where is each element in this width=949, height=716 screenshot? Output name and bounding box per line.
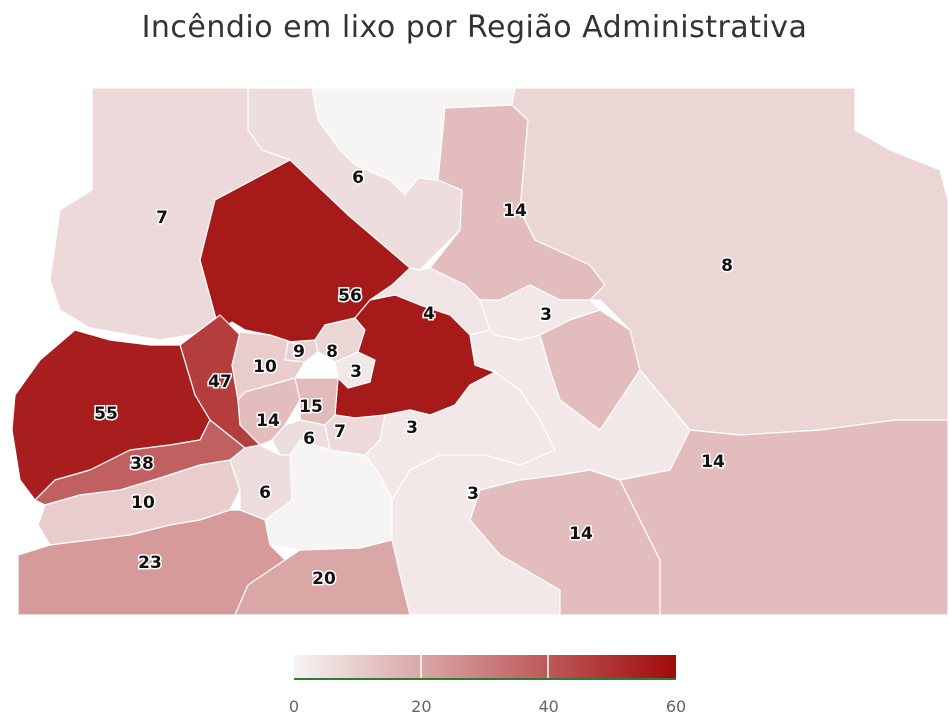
- region-value-label: 8: [721, 256, 733, 276]
- regions-layer: [11, 87, 949, 616]
- region-value-label: 10: [253, 357, 277, 377]
- region-value-label: 47: [208, 372, 232, 392]
- region-value-label: 7: [156, 208, 168, 228]
- region-value-label: 56: [338, 286, 362, 306]
- colorbar: 0 20 40 60: [289, 655, 686, 716]
- region-value-label: 3: [350, 362, 362, 382]
- region-value-label: 3: [406, 418, 418, 438]
- region-south-20[interactable]: [234, 539, 411, 616]
- region-value-label: 14: [503, 201, 527, 221]
- region-value-label: 3: [467, 484, 479, 504]
- region-value-label: 3: [540, 305, 552, 325]
- region-value-label: 6: [352, 168, 364, 188]
- region-mid-14[interactable]: [237, 377, 301, 446]
- region-value-label: 6: [303, 429, 315, 449]
- colorbar-tick-label: 40: [538, 697, 558, 716]
- page-title: Incêndio em lixo por Região Administrati…: [141, 10, 808, 45]
- region-value-label: 6: [259, 483, 271, 503]
- region-value-label: 20: [312, 569, 336, 589]
- region-value-label: 14: [701, 452, 725, 472]
- region-mid-10[interactable]: [231, 331, 306, 401]
- region-value-label: 14: [569, 524, 593, 544]
- region-value-label: 7: [334, 422, 346, 442]
- colorbar-ticks: 0 20 40 60: [289, 697, 686, 716]
- region-value-label: 38: [130, 454, 154, 474]
- region-east-14[interactable]: [539, 309, 949, 616]
- colorbar-tick-label: 20: [411, 697, 431, 716]
- region-value-label: 9: [293, 342, 305, 362]
- region-value-label: 55: [94, 404, 118, 424]
- colorbar-tick-label: 0: [289, 697, 299, 716]
- region-value-label: 23: [138, 553, 162, 573]
- region-value-label: 15: [299, 397, 323, 417]
- region-value-label: 14: [256, 411, 280, 431]
- region-value-label: 4: [423, 304, 435, 324]
- colorbar-gradient: [294, 655, 676, 679]
- region-value-label: 10: [131, 493, 155, 513]
- region-value-label: 8: [326, 342, 338, 362]
- colorbar-tick-label: 60: [666, 697, 686, 716]
- region-mid-6b[interactable]: [229, 444, 293, 521]
